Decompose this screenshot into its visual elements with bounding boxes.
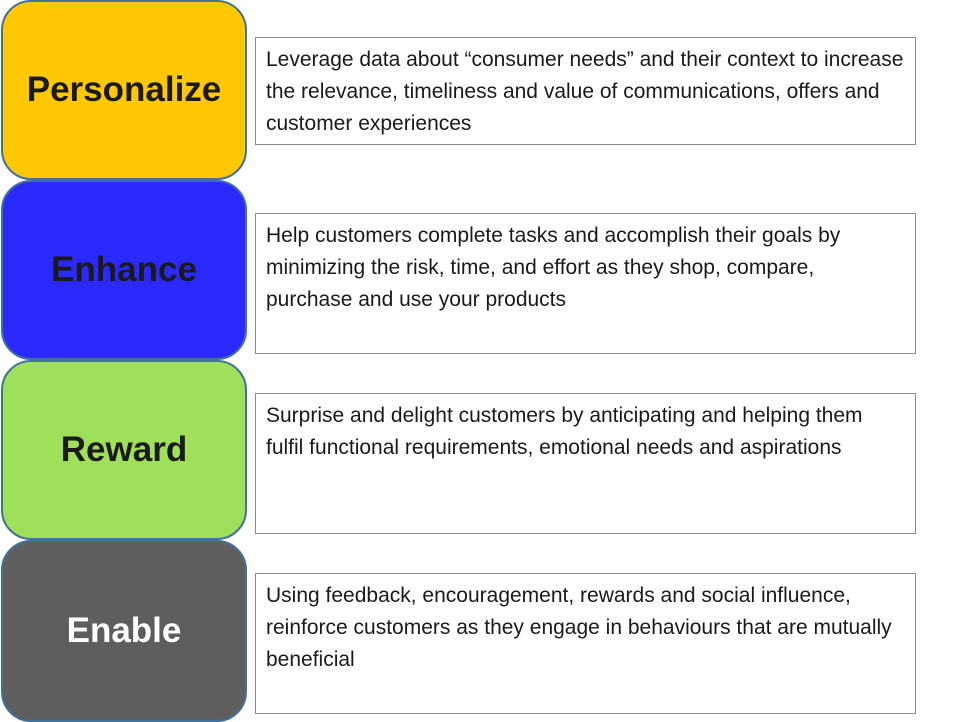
stage-description-box-personalize: Leverage data about “consumer needs” and…	[255, 37, 916, 145]
stage-enhance: Enhance	[1, 180, 247, 360]
stage-personalize: Personalize	[1, 0, 247, 180]
stage-description-enable: Using feedback, encouragement, rewards a…	[266, 584, 892, 671]
stage-label-reward: Reward	[60, 430, 188, 469]
stage-description-enhance: Help customers complete tasks and accomp…	[266, 224, 841, 311]
stage-reward: Reward	[1, 360, 247, 540]
stage-label-enhance: Enhance	[51, 250, 197, 289]
stage-description-reward: Surprise and delight customers by antici…	[266, 404, 863, 459]
stage-label-personalize: Personalize	[26, 70, 222, 109]
stage-description-box-enhance: Help customers complete tasks and accomp…	[255, 213, 916, 354]
stage-description-personalize: Leverage data about “consumer needs” and…	[266, 48, 904, 135]
stage-enable: Enable	[1, 540, 247, 722]
stage-label-enable: Enable	[66, 611, 182, 650]
stage-description-box-reward: Surprise and delight customers by antici…	[255, 393, 916, 534]
stage-description-box-enable: Using feedback, encouragement, rewards a…	[255, 573, 916, 714]
